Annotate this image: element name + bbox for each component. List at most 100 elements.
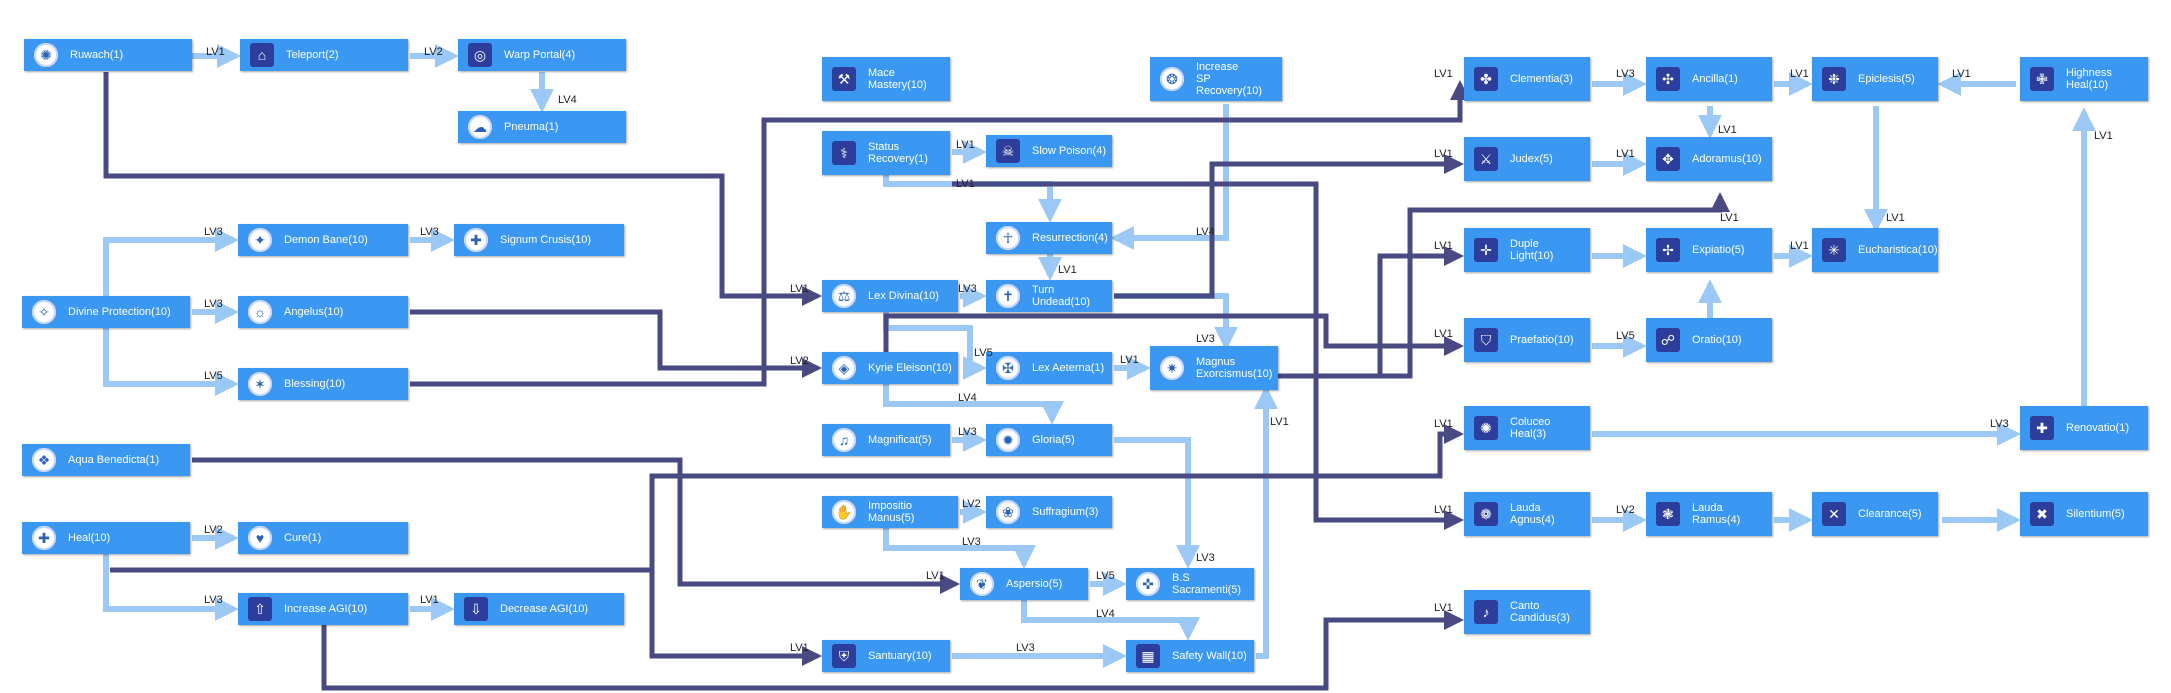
edge-sp-res <box>1110 104 1229 250</box>
mace-mastery-icon: ⚒ <box>832 67 856 91</box>
level-requirement-label: LV3 <box>1990 418 2009 430</box>
skill-node-silentium[interactable]: ✖Silentium(5) <box>2020 492 2148 536</box>
lex-divina-icon: ⚖ <box>832 284 856 308</box>
skill-node-aqua-benedicta[interactable]: ❖Aqua Benedicta(1) <box>22 444 190 476</box>
skill-node-warp-portal[interactable]: ◎Warp Portal(4) <box>458 39 626 71</box>
skill-node-demon-bane[interactable]: ✦Demon Bane(10) <box>238 224 408 256</box>
level-requirement-label: LV1 <box>1434 148 1453 160</box>
edge-imp-asp <box>883 528 1036 569</box>
skill-node-blessing[interactable]: ✶Blessing(10) <box>238 368 408 400</box>
edge-heal-agi <box>103 538 239 621</box>
level-requirement-label: LV3 <box>204 594 223 606</box>
level-requirement-label: LV5 <box>1096 570 1115 582</box>
level-requirement-label: LV4 <box>558 94 577 106</box>
skill-node-signum-crusis[interactable]: ✚Signum Crusis(10) <box>454 224 624 256</box>
skill-node-cure[interactable]: ♥Cure(1) <box>238 522 408 554</box>
safety-wall-icon: ▦ <box>1136 644 1160 668</box>
skill-node-safety-wall[interactable]: ▦Safety Wall(10) <box>1126 640 1254 672</box>
skill-label: Kyrie Eleison(10) <box>868 362 952 374</box>
skill-node-ruwach[interactable]: ✺Ruwach(1) <box>24 39 192 71</box>
skill-node-increase-sp-recovery[interactable]: ❂ Increase SP Recovery(10) <box>1150 57 1282 101</box>
skill-label: Lauda Agnus(4) <box>1510 502 1555 526</box>
skill-node-slow-poison[interactable]: ☠Slow Poison(4) <box>986 135 1112 167</box>
skill-node-duple-light[interactable]: ✛Duple Light(10) <box>1464 228 1590 272</box>
level-requirement-label: LV1 <box>1720 212 1739 224</box>
level-requirement-label: LV3 <box>420 226 439 238</box>
level-requirement-label: LV2 <box>790 355 809 367</box>
skill-node-turn-undead[interactable]: ✝Turn Undead(10) <box>986 280 1112 312</box>
edge-kyrie-gloria <box>883 384 1064 425</box>
skill-label: Increase SP Recovery(10) <box>1196 61 1263 97</box>
skill-node-magnus-exorcismus[interactable]: ✷Magnus Exorcismus(10) <box>1150 346 1278 390</box>
skill-node-clementia[interactable]: ✤Clementia(3) <box>1464 57 1590 101</box>
edge-agi-canto <box>321 610 1464 691</box>
sp-recovery-icon: ❂ <box>1160 67 1184 91</box>
skill-node-clearance[interactable]: ✕Clearance(5) <box>1812 492 1938 536</box>
eucharistica-icon: ✳ <box>1822 238 1846 262</box>
skill-label: Renovatio(1) <box>2066 422 2129 434</box>
level-requirement-label: LV1 <box>2094 130 2113 142</box>
level-requirement-label: LV1 <box>420 594 439 606</box>
skill-label: Divine Protection(10) <box>68 306 171 318</box>
level-requirement-label: LV1 <box>790 283 809 295</box>
skill-label: Cure(1) <box>284 532 322 544</box>
skill-node-ancilla[interactable]: ✣Ancilla(1) <box>1646 57 1772 101</box>
level-requirement-label: LV3 <box>1016 642 1035 654</box>
skill-label: Pneuma(1) <box>504 121 559 133</box>
skill-node-increase-agi[interactable]: ⇧Increase AGI(10) <box>238 593 408 625</box>
skill-label: Signum Crusis(10) <box>500 234 592 246</box>
skill-node-expiatio[interactable]: ✢Expiatio(5) <box>1646 228 1772 272</box>
edge-magnus-adoramus <box>1276 192 1730 379</box>
oratio-icon: ☍ <box>1656 328 1680 352</box>
bs-sacramenti-icon: ✜ <box>1136 572 1160 596</box>
skill-label: Magnificat(5) <box>868 434 932 446</box>
skill-node-kyrie-eleison[interactable]: ◈Kyrie Eleison(10) <box>822 352 958 384</box>
skill-node-lex-aeterna[interactable]: ✠Lex Aeterna(1) <box>986 352 1112 384</box>
skill-node-coluceo-heal[interactable]: ✺Coluceo Heal(3) <box>1464 406 1590 450</box>
skill-node-epiclesis[interactable]: ❉Epiclesis(5) <box>1812 57 1938 101</box>
level-requirement-label: LV3 <box>1196 333 1215 345</box>
skill-node-divine-protection[interactable]: ✧Divine Protection(10) <box>22 296 190 328</box>
skill-node-aspersio[interactable]: ❦Aspersio(5) <box>960 568 1088 600</box>
level-requirement-label: LV1 <box>1790 240 1809 252</box>
skill-node-renovatio[interactable]: ✚Renovatio(1) <box>2020 406 2148 450</box>
skill-node-status-recovery[interactable]: ⚕Status Recovery(1) <box>822 131 950 175</box>
skill-label: Gloria(5) <box>1032 434 1075 446</box>
skill-label: Judex(5) <box>1510 153 1553 165</box>
skill-node-lex-divina[interactable]: ⚖Lex Divina(10) <box>822 280 958 312</box>
skill-node-mace-mastery[interactable]: ⚒Mace Mastery(10) <box>822 57 950 101</box>
skill-node-praefatio[interactable]: ⛉Praefatio(10) <box>1464 318 1590 362</box>
teleport-icon: ⌂ <box>250 43 274 67</box>
skill-node-eucharistica[interactable]: ✳Eucharistica(10) <box>1812 228 1938 272</box>
skill-node-adoramus[interactable]: ✥Adoramus(10) <box>1646 137 1772 181</box>
skill-node-santuary[interactable]: ⛨Santuary(10) <box>822 640 950 672</box>
skill-node-gloria[interactable]: ✹Gloria(5) <box>986 424 1112 456</box>
skill-node-pneuma[interactable]: ☁Pneuma(1) <box>458 111 626 143</box>
skill-node-oratio[interactable]: ☍Oratio(10) <box>1646 318 1772 362</box>
edge-blessing-clementia <box>410 80 1470 387</box>
heal-icon: ✚ <box>32 526 56 550</box>
skill-node-resurrection[interactable]: ☥Resurrection(4) <box>986 222 1112 254</box>
resurrection-icon: ☥ <box>996 226 1020 250</box>
skill-node-magnificat[interactable]: ♫Magnificat(5) <box>822 424 950 456</box>
skill-node-judex[interactable]: ⚔Judex(5) <box>1464 137 1590 181</box>
skill-node-angelus[interactable]: ☼Angelus(10) <box>238 296 408 328</box>
skill-node-impositio-manus[interactable]: ✋Impositio Manus(5) <box>822 496 958 528</box>
lauda-agnus-icon: ❁ <box>1474 502 1498 526</box>
skill-node-canto-candidus[interactable]: ♪Canto Candidus(3) <box>1464 590 1590 634</box>
level-requirement-label: LV1 <box>1434 328 1453 340</box>
skill-label: Decrease AGI(10) <box>500 603 589 615</box>
skill-node-highness-heal[interactable]: ✙Highness Heal(10) <box>2020 57 2148 101</box>
ruwach-icon: ✺ <box>34 43 58 67</box>
skill-node-lauda-ramus[interactable]: ❃Lauda Ramus(4) <box>1646 492 1772 536</box>
skill-node-teleport[interactable]: ⌂Teleport(2) <box>240 39 408 71</box>
skill-node-lauda-agnus[interactable]: ❁ Lauda Agnus(4) <box>1464 492 1590 536</box>
skill-node-bs-sacramenti[interactable]: ✜B.S Sacramenti(5) <box>1126 568 1254 600</box>
skill-node-suffragium[interactable]: ❀Suffragium(3) <box>986 496 1112 528</box>
skill-label: Heal(10) <box>68 532 111 544</box>
skill-node-decrease-agi[interactable]: ⇩Decrease AGI(10) <box>454 593 624 625</box>
skill-node-heal[interactable]: ✚ Heal(10) <box>22 522 190 554</box>
angelus-icon: ☼ <box>248 300 272 324</box>
